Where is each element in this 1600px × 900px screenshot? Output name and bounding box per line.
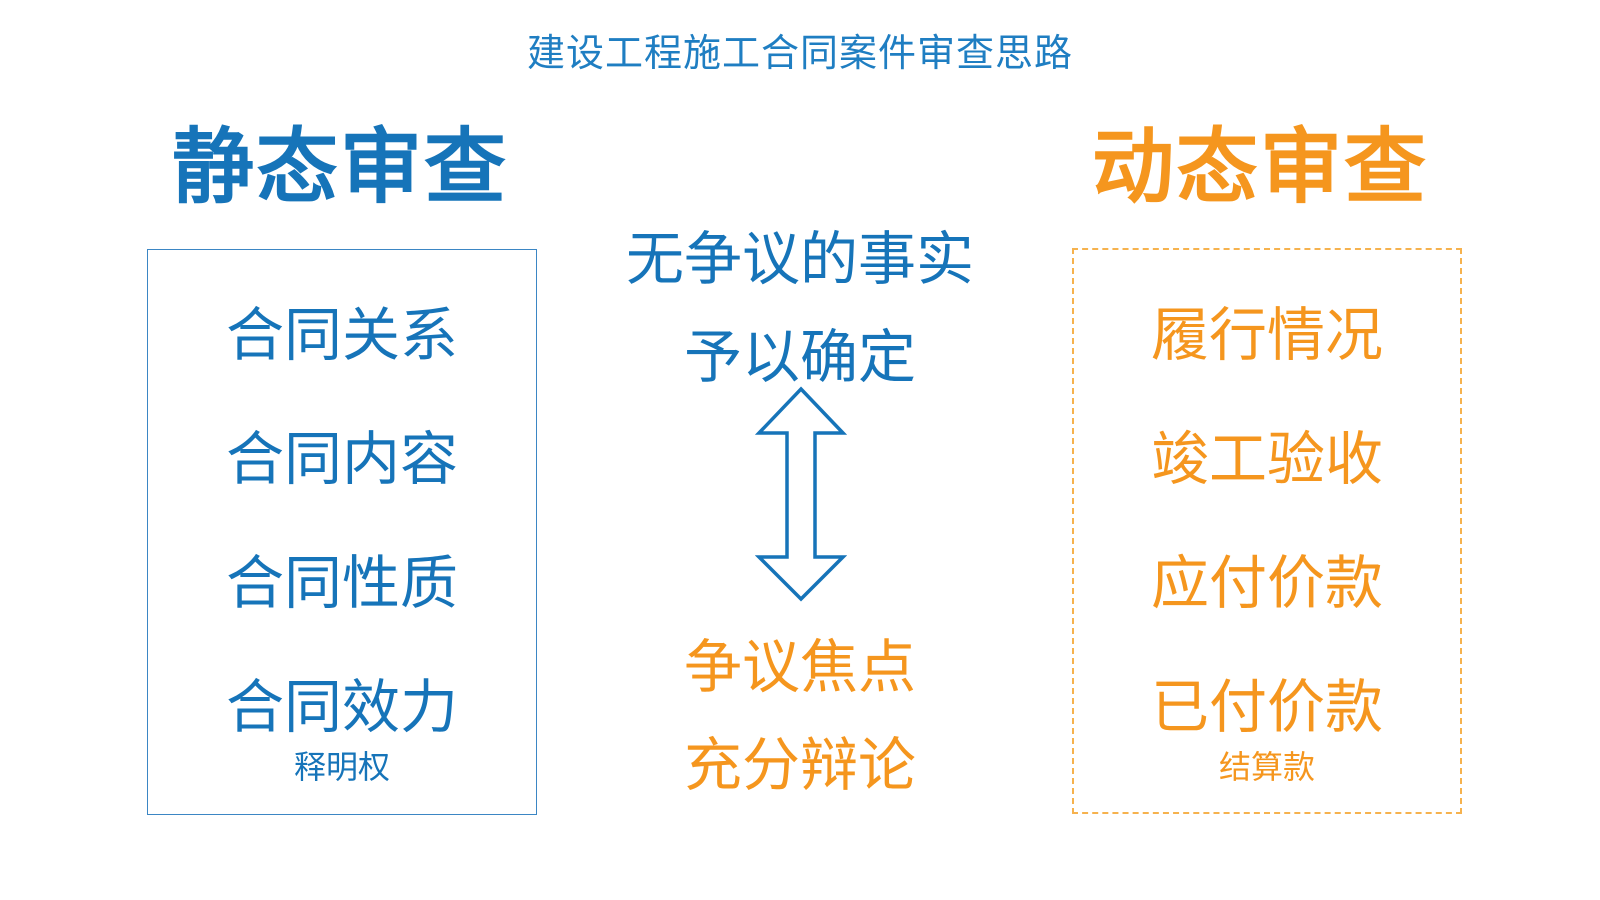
static-item-contract-validity: 合同效力 — [225, 673, 458, 741]
dynamic-note: 结算款 — [1218, 748, 1315, 786]
dynamic-review-heading: 动态审查 — [1091, 120, 1428, 215]
center-top-line-2: 予以确定 — [683, 323, 916, 391]
static-item-contract-nature: 合同性质 — [225, 549, 458, 617]
page-title: 建设工程施工合同案件审查思路 — [526, 31, 1073, 75]
static-review-heading: 静态审查 — [171, 120, 508, 215]
double-arrow-icon — [755, 386, 847, 602]
dynamic-review-box: 履行情况 竣工验收 应付价款 已付价款 结算款 — [1072, 248, 1462, 814]
dynamic-item-paid: 已付价款 — [1150, 673, 1383, 741]
static-note: 释明权 — [293, 748, 390, 786]
center-bottom-line-1: 争议焦点 — [683, 633, 916, 701]
static-item-contract-relationship: 合同关系 — [225, 301, 458, 369]
center-bottom-line-2: 充分辩论 — [683, 731, 916, 799]
dynamic-item-completion-acceptance: 竣工验收 — [1150, 425, 1383, 493]
static-review-box: 合同关系 合同内容 合同性质 合同效力 释明权 — [147, 249, 537, 815]
dynamic-item-performance: 履行情况 — [1150, 301, 1383, 369]
center-top-line-1: 无争议的事实 — [625, 225, 974, 293]
static-item-contract-content: 合同内容 — [225, 425, 458, 493]
dynamic-item-payable: 应付价款 — [1150, 549, 1383, 617]
